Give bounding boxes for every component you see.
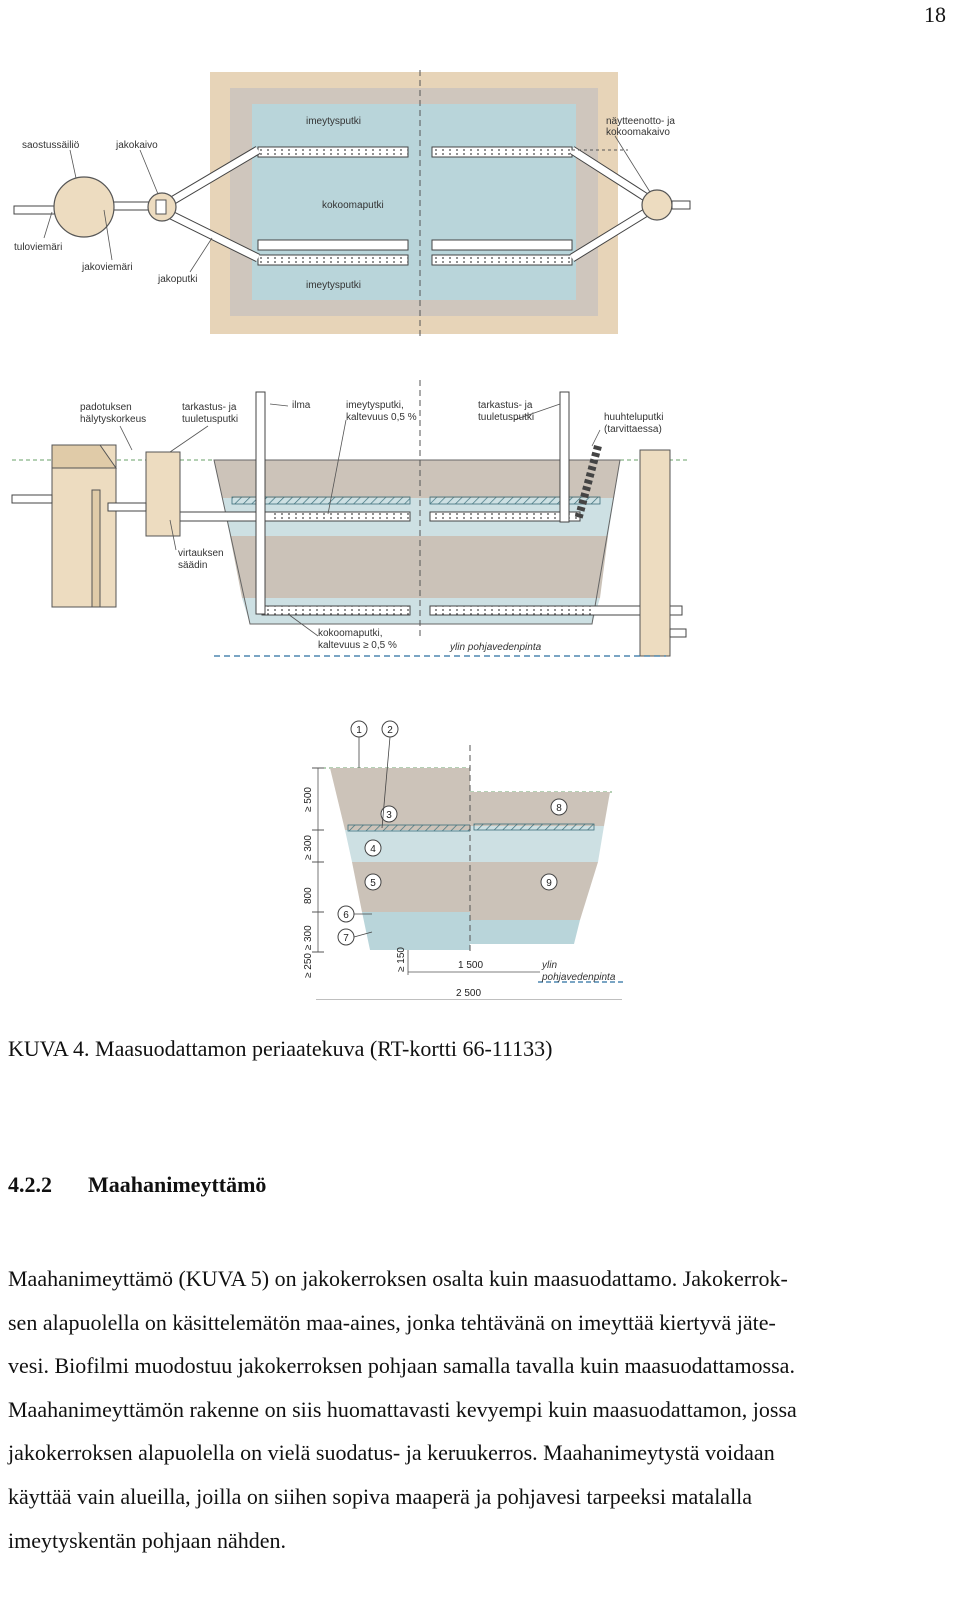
label-kokoomaputki: kokoomaputki (322, 200, 384, 211)
page-number: 18 (924, 2, 946, 27)
label-imeytysputki-bottom: imeytysputki (306, 280, 361, 291)
label-jakoputki: jakoputki (157, 274, 197, 285)
label-tarkastus-right-1: tarkastus- ja (478, 400, 533, 411)
body-line: käyttää vain alueilla, joilla on siihen … (8, 1483, 753, 1509)
layer-diagram: ≥ 500 ≥ 300 800 ≥ 250 ≥ 300 ≥ 150 1 500 … (303, 720, 626, 1000)
layer-marker-5: 5 (364, 873, 382, 891)
kokoomakaivo-section (639, 449, 671, 657)
kokoomaputki-left (257, 239, 409, 251)
label-jakokaivo: jakokaivo (115, 140, 158, 151)
body-paragraph: Maahanimeyttämö (KUVA 5) on jakokerrokse… (8, 1257, 942, 1562)
body-line: vesi. Biofilmi muodostuu jakokerroksen p… (8, 1353, 795, 1379)
saostussailio-tank (53, 176, 115, 238)
label-virtauksen-2: säädin (178, 560, 207, 571)
dim-2500: 2 500 (456, 988, 481, 999)
figure-maasuodattamo: saostussäiliö jakokaivo imeytysputki näy… (11, 70, 691, 1000)
svg-text:9: 9 (546, 878, 552, 889)
kokoomakaivo-well (641, 189, 673, 221)
layer-marker-3: 3 (380, 805, 398, 823)
layer-marker-6: 6 (337, 905, 355, 923)
svg-text:3: 3 (386, 810, 392, 821)
svg-text:5: 5 (370, 878, 376, 889)
dim-800: 800 (303, 887, 314, 904)
dim-150: ≥ 150 (396, 947, 407, 972)
layer-marker-1: 1 (350, 720, 368, 738)
svg-text:7: 7 (343, 933, 349, 944)
label-tarkastus-left-1: tarkastus- ja (182, 402, 237, 413)
body-line: imeytyskentän pohjaan nähden. (8, 1527, 286, 1553)
figure-caption: KUVA 4. Maasuodattamon periaatekuva (RT-… (8, 1036, 553, 1061)
label-nayttenotto-1: näytteenotto- ja (606, 116, 675, 127)
plan-filter-bed (252, 104, 576, 300)
svg-text:2: 2 (387, 725, 393, 736)
dim-250-300: ≥ 250 ≥ 300 (303, 925, 314, 978)
dim-1500: 1 500 (458, 960, 483, 971)
label-jakoviemari: jakoviemäri (81, 262, 133, 273)
section-view: padotuksen hälytyskorkeus tarkastus- ja … (11, 380, 690, 657)
body-line: Maahanimeyttämön rakenne on siis huomatt… (8, 1396, 797, 1422)
label-huuhtelu-1: huuhteluputki (604, 412, 664, 423)
label-saostussailio: saostussäiliö (22, 140, 80, 151)
layer-marker-7: 7 (337, 928, 355, 946)
label-kokooma-section-2: kaltevuus ≥ 0,5 % (318, 640, 397, 651)
body-line: Maahanimeyttämö (KUVA 5) on jakokerrokse… (8, 1266, 788, 1291)
svg-text:1: 1 (356, 725, 362, 736)
saostussailio-section (51, 444, 117, 608)
label-virtauksen-1: virtauksen (178, 548, 224, 559)
label-pohjavesi-layers-2: pohjavedenpinta (541, 972, 616, 983)
layer-marker-9: 9 (540, 873, 558, 891)
label-imeytysputki-section-1: imeytysputki, (346, 400, 404, 411)
section-title: Maahanimeyttämö (88, 1172, 267, 1197)
label-huuhtelu-2: (tarvittaessa) (604, 424, 662, 435)
svg-text:4: 4 (370, 844, 376, 855)
svg-text:8: 8 (556, 803, 562, 814)
dim-300: ≥ 300 (303, 835, 314, 860)
layer-marker-4: 4 (364, 839, 382, 857)
label-nayttenotto-2: kokoomakaivo (606, 127, 670, 138)
label-kokooma-section-1: kokoomaputki, (318, 628, 382, 639)
label-padotuksen-2: hälytyskorkeus (80, 414, 146, 425)
svg-text:6: 6 (343, 910, 349, 921)
layer-marker-2: 2 (381, 720, 399, 738)
label-imeytysputki-top: imeytysputki (306, 116, 361, 127)
section-heading: 4.2.2 Maahanimeyttämö (8, 1172, 266, 1198)
section-number: 4.2.2 (8, 1172, 52, 1197)
label-tarkastus-right-2: tuuletusputki (478, 412, 534, 423)
label-tuloviemari: tuloviemäri (14, 242, 62, 253)
label-padotuksen-1: padotuksen (80, 402, 132, 413)
label-tarkastus-left-2: tuuletusputki (182, 414, 238, 425)
dim-500: ≥ 500 (303, 787, 314, 812)
layer-marker-8: 8 (550, 798, 568, 816)
plan-view: saostussäiliö jakokaivo imeytysputki näy… (13, 70, 691, 340)
label-pohjavesi-layers-1: ylin (541, 960, 557, 971)
body-line: sen alapuolella on käsittelemätön maa-ai… (8, 1309, 776, 1335)
label-ilma: ilma (292, 400, 311, 411)
kokoomaputki-right (431, 239, 573, 251)
label-imeytysputki-section-2: kaltevuus 0,5 % (346, 412, 417, 423)
body-line: jakokerroksen alapuolella on vielä suoda… (8, 1440, 775, 1466)
virtauksen-saadin-well (145, 451, 181, 537)
label-pohjavesi-section: ylin pohjavedenpinta (449, 642, 542, 653)
